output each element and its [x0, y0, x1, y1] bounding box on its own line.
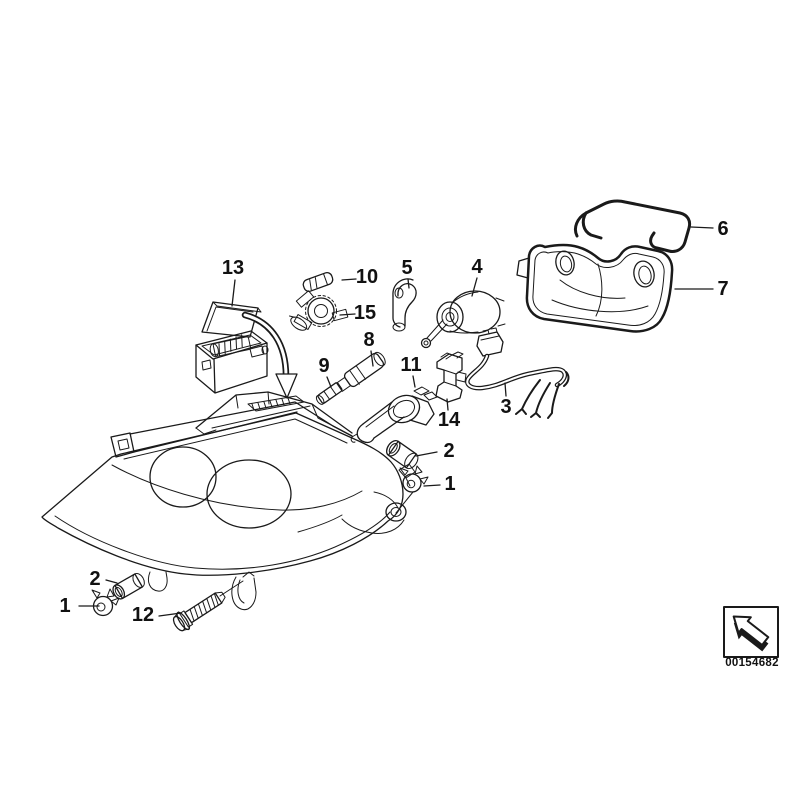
install-direction-arrow: [241, 311, 298, 399]
part-1-clip-left-drawing: [91, 588, 120, 617]
part-1-clip-right-drawing: [399, 465, 429, 493]
headlamp-assembly-drawing: [41, 391, 416, 611]
part-callout-8[interactable]: 8: [363, 329, 375, 351]
part-2-bushing-left-drawing: [112, 572, 145, 600]
part-callout-1-right[interactable]: 1: [444, 473, 456, 495]
part-callout-15[interactable]: 15: [353, 302, 377, 324]
part-9-bulb-drawing: [315, 382, 343, 405]
part-10-bulb-drawing: [302, 271, 334, 293]
direction-arrow-logo: [723, 606, 779, 658]
part-callout-3[interactable]: 3: [500, 396, 512, 418]
part-callout-2-left[interactable]: 2: [89, 568, 101, 590]
part-11-h7-bulb-drawing: [350, 386, 438, 444]
part-12-screw-drawing: [172, 580, 244, 632]
part-7-cover-drawing: [516, 243, 674, 333]
part-callout-2-right[interactable]: 2: [443, 440, 455, 462]
part-13-control-unit-drawing: [195, 301, 269, 394]
part-2-bushing-right-drawing: [385, 439, 419, 470]
part-callout-10[interactable]: 10: [355, 266, 379, 288]
part-6-gasket-drawing: [573, 199, 692, 253]
part-callout-6[interactable]: 6: [717, 218, 729, 240]
part-callout-13[interactable]: 13: [221, 257, 245, 279]
part-5-rubber-elbow-drawing: [392, 278, 417, 332]
doc-number: 00154682: [725, 657, 779, 669]
part-8-bulb-socket-drawing: [336, 351, 386, 392]
part-callout-7[interactable]: 7: [717, 278, 729, 300]
part-callout-5[interactable]: 5: [401, 257, 413, 279]
part-callout-4[interactable]: 4: [471, 256, 483, 278]
part-14-bulb-retainer-drawing: [435, 351, 467, 403]
part-15-bulb-socket-drawing: [288, 290, 349, 331]
part-callout-9[interactable]: 9: [318, 355, 330, 377]
part-callout-14[interactable]: 14: [437, 409, 461, 431]
part-callout-11[interactable]: 11: [400, 354, 422, 376]
part-3-wiring-harness-drawing: [465, 327, 570, 419]
callout-leader-lines: [78, 226, 714, 617]
part-callout-12[interactable]: 12: [131, 604, 155, 626]
part-4-adjuster-motor-drawing: [420, 290, 506, 349]
part-callout-1-left[interactable]: 1: [59, 595, 71, 617]
